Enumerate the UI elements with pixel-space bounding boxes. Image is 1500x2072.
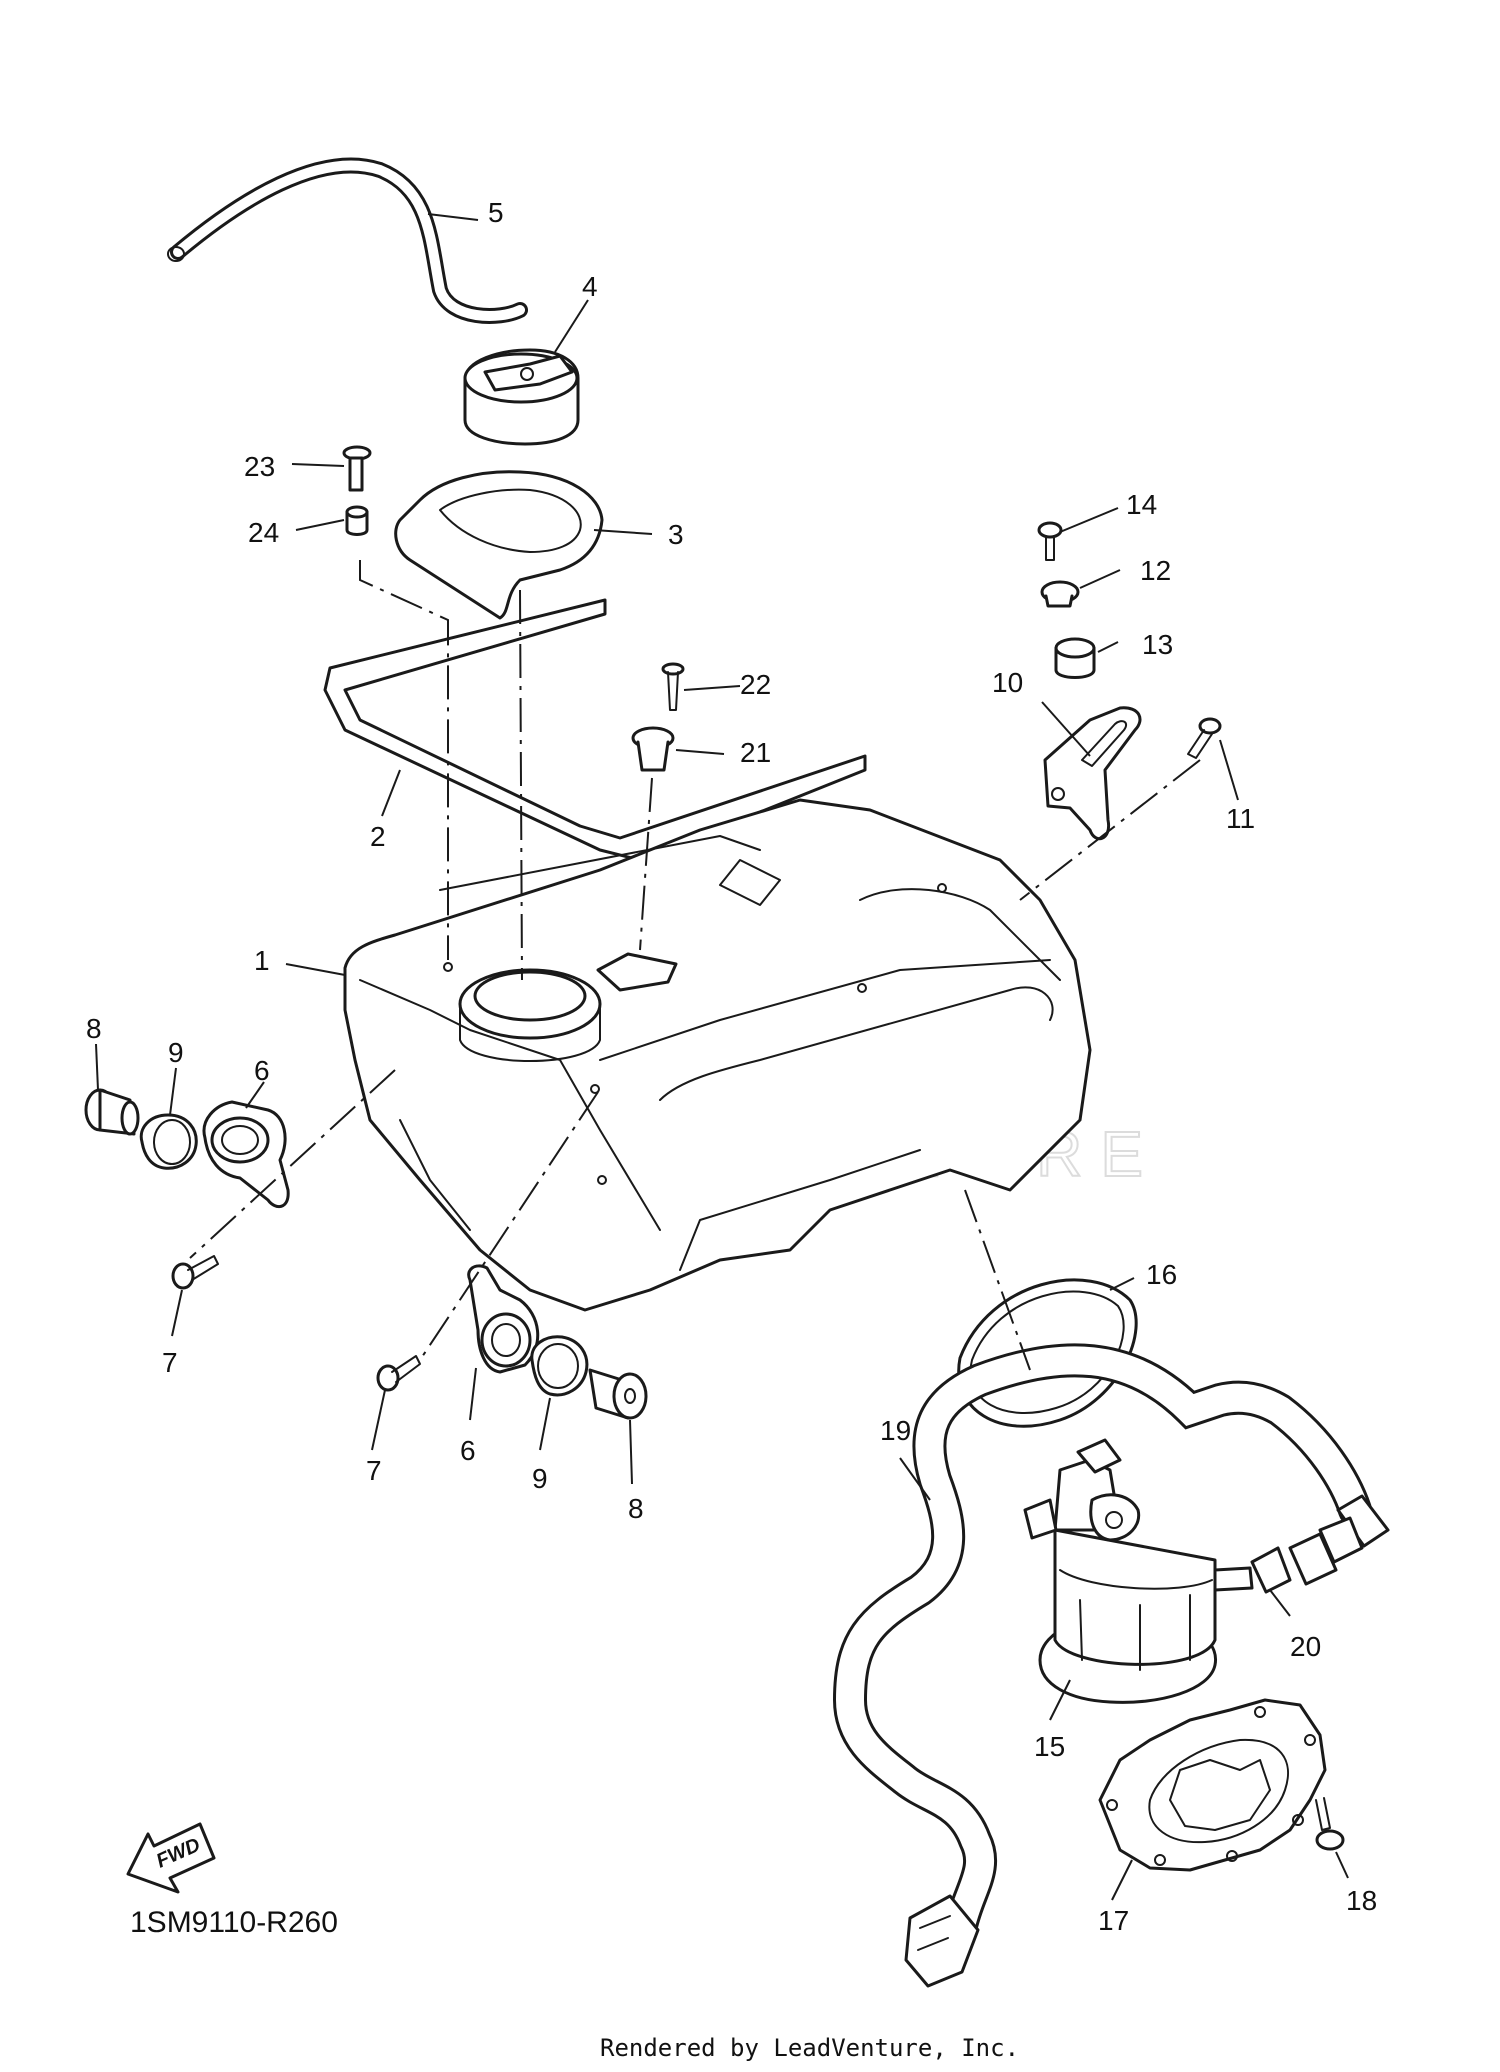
callout-9-left: 9 xyxy=(168,1037,184,1068)
part-24-collar[interactable] xyxy=(345,505,369,536)
callout-12: 12 xyxy=(1140,555,1171,586)
callout-7-left: 7 xyxy=(162,1347,178,1378)
diagram-code: 1SM9110-R260 xyxy=(130,1906,338,1939)
part-13-rubber[interactable] xyxy=(1054,637,1096,679)
callout-22: 22 xyxy=(740,669,771,700)
part-10-bracket[interactable] xyxy=(1043,706,1142,841)
fwd-arrow-icon: FWD xyxy=(126,1822,216,1894)
part-9-damper-right[interactable] xyxy=(530,1335,589,1397)
part-7-bolt-left[interactable] xyxy=(171,1255,219,1290)
part-23-bolt[interactable] xyxy=(342,445,372,492)
part-8-collar-right[interactable] xyxy=(588,1368,648,1420)
part-6-mount-right[interactable] xyxy=(467,1264,540,1374)
part-20-clip[interactable] xyxy=(1250,1516,1364,1594)
alignment-lines xyxy=(189,560,1201,1371)
callout-10: 10 xyxy=(992,667,1023,698)
callout-1: 1 xyxy=(254,945,270,976)
part-22-screw[interactable] xyxy=(661,662,685,711)
part-4-fuel-cap[interactable] xyxy=(463,348,580,446)
callout-8-right: 8 xyxy=(628,1493,644,1524)
callout-9-right: 9 xyxy=(532,1463,548,1494)
part-7-bolt-right[interactable] xyxy=(376,1355,421,1392)
part-18-bolt[interactable] xyxy=(1315,1797,1345,1851)
callout-24: 24 xyxy=(248,517,279,548)
part-6-mount-left[interactable] xyxy=(202,1100,290,1208)
callout-20: 20 xyxy=(1290,1631,1321,1662)
callout-13: 13 xyxy=(1142,629,1173,660)
callout-6-right: 6 xyxy=(460,1435,476,1466)
callouts: 5 4 23 24 3 22 21 2 14 12 13 10 11 1 8 9… xyxy=(86,197,1377,1936)
callout-4: 4 xyxy=(582,271,598,302)
callout-7-right: 7 xyxy=(366,1455,382,1486)
callout-3: 3 xyxy=(668,519,684,550)
part-17-pump-plate[interactable] xyxy=(1098,1698,1327,1872)
callout-18: 18 xyxy=(1346,1885,1377,1916)
callout-16: 16 xyxy=(1146,1259,1177,1290)
callout-19: 19 xyxy=(880,1415,911,1446)
part-5-vent-hose[interactable] xyxy=(167,157,528,324)
part-3-filler-plate[interactable] xyxy=(394,470,604,620)
part-21-grommet[interactable] xyxy=(631,726,675,772)
callout-21: 21 xyxy=(740,737,771,768)
part-1-fuel-tank[interactable] xyxy=(343,798,1092,1312)
part-11-bolt[interactable] xyxy=(1187,717,1222,759)
callout-11: 11 xyxy=(1226,803,1255,834)
part-14-bolt[interactable] xyxy=(1037,521,1063,561)
callout-6-left: 6 xyxy=(254,1055,270,1086)
callout-17: 17 xyxy=(1098,1905,1129,1936)
callout-2: 2 xyxy=(370,821,386,852)
part-9-damper-left[interactable] xyxy=(139,1113,198,1170)
part-15-fuel-pump[interactable] xyxy=(1023,1438,1254,1704)
callout-23: 23 xyxy=(244,451,275,482)
callout-15: 15 xyxy=(1034,1731,1065,1762)
part-2-seal-strip[interactable] xyxy=(323,598,867,862)
leader-lines xyxy=(95,213,1349,1901)
render-credit: Rendered by LeadVenture, Inc. xyxy=(600,2034,1019,2062)
callout-14: 14 xyxy=(1126,489,1157,520)
part-8-collar-left[interactable] xyxy=(84,1088,140,1136)
part-12-washer[interactable] xyxy=(1040,580,1080,608)
callout-5: 5 xyxy=(488,197,504,228)
callout-8-left: 8 xyxy=(86,1013,102,1044)
